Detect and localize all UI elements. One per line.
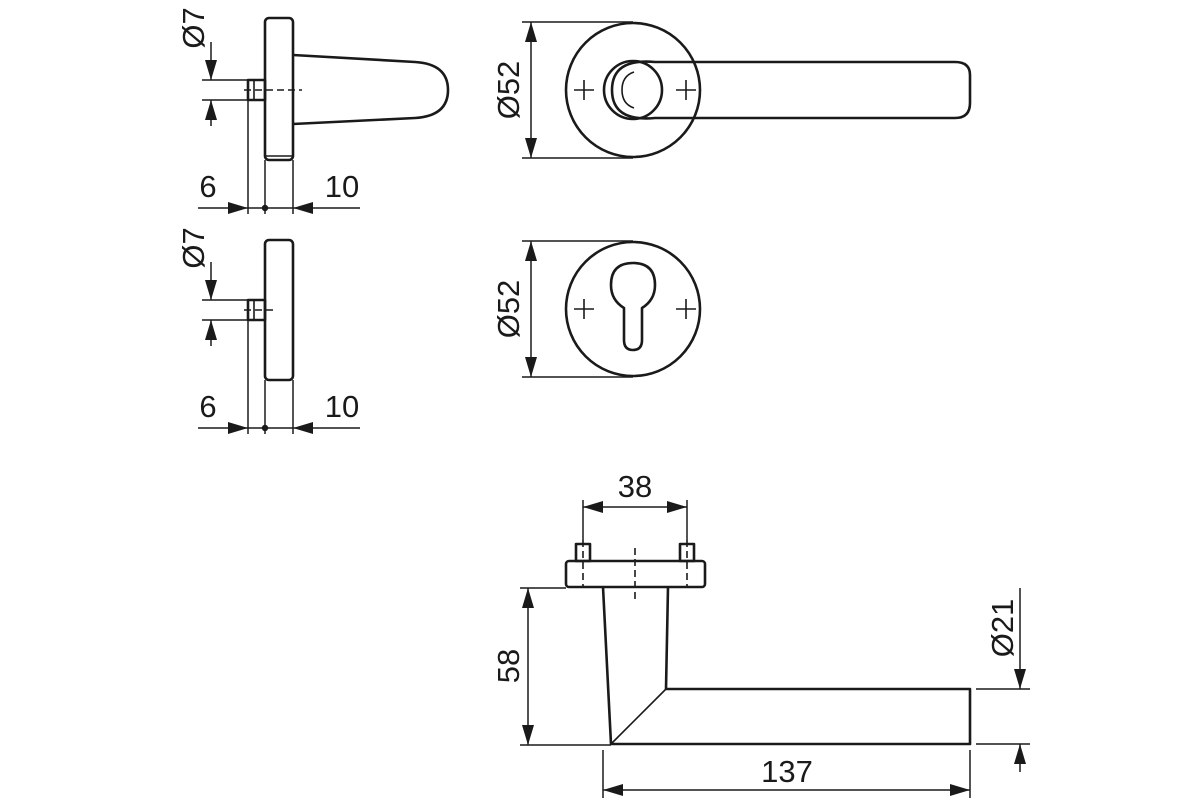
left-offset-label: 6 xyxy=(199,389,216,424)
grip-diameter-label: Ø21 xyxy=(985,599,1020,658)
dimension-arrow xyxy=(205,280,217,300)
rose-circle xyxy=(564,21,702,159)
dimension-arrow xyxy=(205,60,217,80)
escutcheon-front-view: Ø52 xyxy=(491,240,702,378)
lever-front xyxy=(610,60,972,120)
lever-mitre-line xyxy=(610,688,667,745)
dimension-dot xyxy=(261,204,269,212)
dimension-arrow xyxy=(525,22,537,42)
rose-side-view: Ø7 6 10 xyxy=(176,7,450,214)
dimension-arrow xyxy=(293,202,313,214)
dimension-arrow xyxy=(603,784,623,796)
dimension-dot xyxy=(261,424,269,432)
rose-plate-side xyxy=(263,16,295,162)
escutcheon-circle xyxy=(564,240,702,378)
dimension-arrow xyxy=(950,784,970,796)
dimension-arrow xyxy=(1014,744,1026,764)
escutcheon-side-view: Ø7 6 10 xyxy=(176,227,360,434)
lever-length-label: 137 xyxy=(761,754,813,789)
dimension-arrow xyxy=(205,320,217,340)
dimension-arrow xyxy=(205,100,217,120)
dimension-arrow xyxy=(522,588,534,608)
lever-side-profile xyxy=(292,53,450,126)
right-offset-label: 10 xyxy=(325,389,359,424)
right-offset-label: 10 xyxy=(325,169,359,204)
rose-front-view: Ø52 xyxy=(491,21,972,159)
pin-diameter-label: Ø7 xyxy=(176,7,211,48)
dimension-arrow xyxy=(525,241,537,261)
escutcheon-diameter-label: Ø52 xyxy=(491,280,526,339)
screw-spacing-label: 38 xyxy=(618,469,652,504)
rose-diameter-label: Ø52 xyxy=(491,61,526,120)
dimension-arrow xyxy=(583,501,603,513)
dimension-arrow xyxy=(293,422,313,434)
dimension-arrow xyxy=(228,422,248,434)
dimension-arrow xyxy=(1014,669,1026,689)
dimension-arrow xyxy=(667,501,687,513)
dimension-arrow xyxy=(525,357,537,377)
left-offset-label: 6 xyxy=(199,169,216,204)
lever-neck-detail xyxy=(621,71,635,109)
dimension-arrow xyxy=(525,138,537,158)
lever-plan-view: 38 58 137 Ø21 xyxy=(491,469,1030,798)
lever-plan-profile xyxy=(601,586,972,746)
keyhole-cylinder-cutout xyxy=(609,261,657,352)
dimension-arrow xyxy=(522,725,534,745)
dimension-arrow xyxy=(228,202,248,214)
rose-inner-ring xyxy=(602,59,664,121)
projection-label: 58 xyxy=(491,649,526,683)
pin-diameter-label: Ø7 xyxy=(176,227,211,268)
